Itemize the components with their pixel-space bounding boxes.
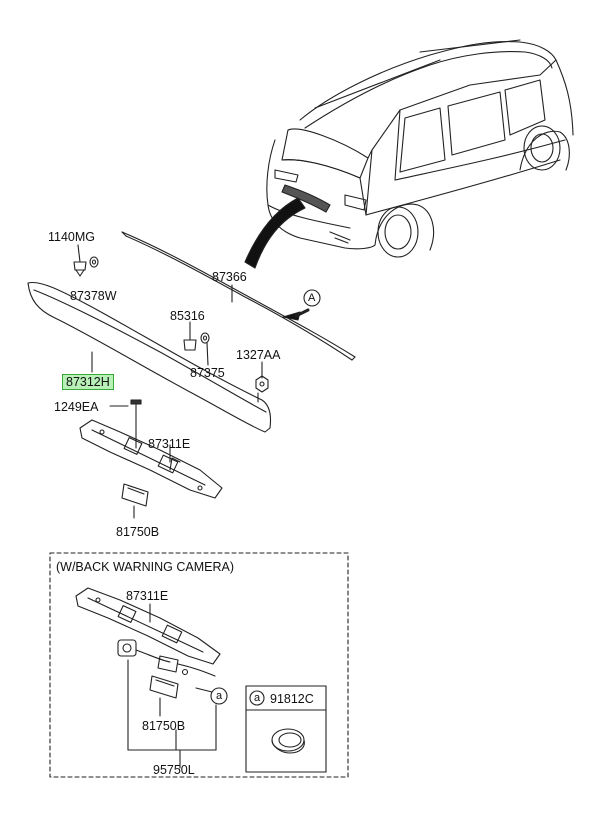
view-a-marker: A	[308, 292, 316, 304]
part-label-87312H[interactable]: 87312H	[62, 374, 114, 390]
part-label-95750L[interactable]: 95750L	[153, 763, 195, 777]
part-label-81750B[interactable]: 81750B	[116, 525, 160, 539]
part-87311E-bracket-camera	[75, 587, 221, 665]
part-label-81750B-camera[interactable]: 81750B	[142, 719, 186, 733]
part-label-1327AA[interactable]: 1327AA	[236, 348, 281, 362]
part-87312H-garnish	[27, 281, 272, 433]
part-91812C-plug	[271, 728, 305, 754]
part-label-87375[interactable]: 87375	[190, 366, 225, 380]
part-label-87311E[interactable]: 87311E	[148, 437, 191, 451]
part-87311E-bracket	[79, 419, 223, 499]
camera-option-title: (W/BACK WARNING CAMERA)	[56, 560, 235, 574]
legend-a-marker: a	[254, 692, 261, 704]
part-label-87378W[interactable]: 87378W	[70, 289, 117, 303]
ref-a-marker: a	[216, 690, 223, 702]
vehicle-illustration	[266, 39, 574, 258]
part-label-1140MG[interactable]: 1140MG	[48, 230, 96, 244]
pointer-arrow	[244, 197, 306, 269]
legend-box	[245, 685, 327, 773]
part-camera	[117, 639, 171, 663]
part-label-87366[interactable]: 87366	[212, 270, 247, 284]
camera-option-box	[49, 552, 349, 778]
part-87366-strip	[121, 231, 356, 361]
part-label-85316[interactable]: 85316	[170, 309, 205, 323]
part-label-87311E-camera[interactable]: 87311E	[126, 589, 169, 603]
part-label-1249EA[interactable]: 1249EA	[54, 400, 99, 414]
part-label-91812C[interactable]: 91812C	[270, 692, 314, 706]
